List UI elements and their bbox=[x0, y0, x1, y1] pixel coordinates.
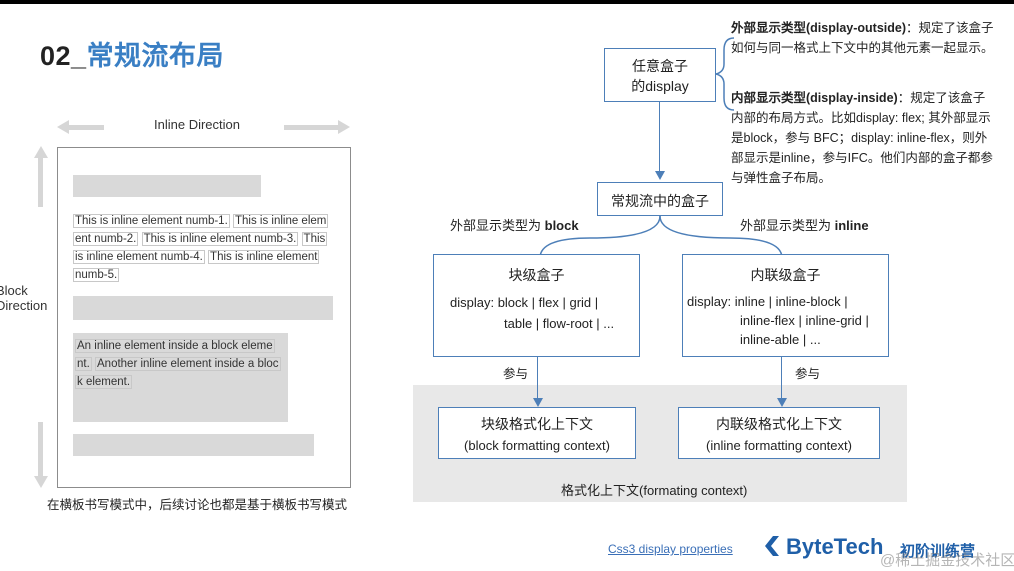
connector-line bbox=[781, 357, 782, 399]
participate-right-label: 参与 bbox=[795, 367, 821, 381]
any-box-line1: 任意盒子 bbox=[632, 58, 688, 74]
inline-box-display-2: inline-flex | inline-grid | bbox=[740, 313, 869, 328]
brand-subtitle: 初阶训练营 bbox=[900, 543, 976, 560]
block-element-3 bbox=[73, 434, 314, 456]
inline-element: nt. bbox=[75, 357, 92, 371]
note-display-inside: 内部显示类型(display-inside)：规定了该盒子 内部的布局方式。比如… bbox=[731, 88, 1011, 188]
inline-right-arrow-line bbox=[284, 125, 340, 130]
block-direction-label-2: Direction bbox=[0, 298, 48, 313]
bfc-title: 块级格式化上下文 bbox=[481, 416, 593, 432]
note-inside-line: 部显示是inline，参与IFC。他们内部的盒子都参 bbox=[731, 151, 993, 165]
inline-level-box-node: 内联级盒子 display: inline | inline-block | i… bbox=[682, 254, 889, 357]
note-outside-text1: ：规定了该盒子 bbox=[906, 21, 994, 35]
notes-brace-icon bbox=[715, 37, 735, 111]
inline-element: ent numb-2. bbox=[73, 232, 139, 246]
title-number: 02_ bbox=[40, 41, 87, 71]
ifc-title: 内联级格式化上下文 bbox=[716, 416, 842, 432]
writing-mode-caption: 在横板书写模式中，后续讨论也都是基于横板书写模式 bbox=[47, 498, 348, 512]
block-down-arrowhead-icon bbox=[34, 476, 48, 488]
any-box-display-node: 任意盒子 的display bbox=[604, 48, 716, 102]
slide-title: 02_常规流布局 bbox=[40, 34, 224, 73]
branch-connector bbox=[539, 215, 783, 259]
outer-inline-label: 外部显示类型为 inline bbox=[740, 215, 869, 234]
normal-flow-box-node: 常规流中的盒子 bbox=[597, 182, 723, 216]
note-inside-line: 与弹性盒子布局。 bbox=[731, 171, 832, 185]
watermark: @稀土掘金技术社区 bbox=[880, 552, 1014, 569]
note-inside-text1: ：规定了该盒子 bbox=[897, 91, 986, 105]
block-up-arrow-line bbox=[38, 157, 43, 207]
inline-box-display-1: display: inline | inline-block | bbox=[687, 294, 848, 309]
participate-left-label: 参与 bbox=[503, 367, 529, 381]
inline-direction-label: Inline Direction bbox=[154, 117, 240, 132]
bfc-node: 块级格式化上下文 (block formatting context) bbox=[438, 407, 636, 459]
outer-block-keyword: block bbox=[544, 218, 579, 233]
block-element-1 bbox=[73, 175, 261, 197]
block-box-display-2: table | flow-root | ... bbox=[504, 316, 615, 331]
normal-flow-box-label: 常规流中的盒子 bbox=[611, 193, 709, 209]
note-inside-title: 内部显示类型(display-inside) bbox=[731, 91, 898, 105]
block-with-inline-children bbox=[73, 333, 288, 422]
inline-element: is inline element numb-4. bbox=[73, 250, 205, 264]
note-inside-line: 是block，参与 BFC；display: inline-flex，则外 bbox=[731, 131, 988, 145]
inline-element: Another inline element inside a bloc bbox=[95, 357, 281, 371]
block-up-arrowhead-icon bbox=[34, 146, 48, 158]
title-text: 常规流布局 bbox=[86, 41, 225, 71]
block-direction-label-1: Block bbox=[0, 283, 28, 298]
outer-block-prefix: 外部显示类型为 bbox=[450, 218, 545, 233]
inline-element: k element. bbox=[75, 375, 133, 389]
brand-name: ByteTech bbox=[786, 534, 884, 559]
note-inside-line: 内部的布局方式。比如display: flex; 其外部显示 bbox=[731, 111, 991, 125]
outer-inline-keyword: inline bbox=[834, 218, 869, 233]
inline-box-display-3: inline-able | ... bbox=[740, 332, 821, 347]
block-box-display-1: display: block | flex | grid | bbox=[450, 295, 599, 310]
ifc-node: 内联级格式化上下文 (inline formatting context) bbox=[678, 407, 880, 459]
inline-left-arrow-line bbox=[68, 125, 104, 130]
inline-element: An inline element inside a block eleme bbox=[75, 339, 275, 353]
bfc-subtitle: (block formatting context) bbox=[464, 438, 610, 453]
inline-box-title: 内联级盒子 bbox=[750, 267, 821, 283]
inline-right-arrowhead-icon bbox=[338, 120, 350, 134]
connector-line bbox=[659, 102, 660, 172]
block-inline-paragraph: An inline element inside a block eleme n… bbox=[75, 337, 287, 391]
block-box-title: 块级盒子 bbox=[508, 267, 565, 283]
arrowhead-icon bbox=[533, 398, 543, 407]
note-outside-title: 外部显示类型(display-outside) bbox=[731, 21, 907, 35]
formatting-context-label: 格式化上下文(formating context) bbox=[561, 483, 748, 498]
inline-element: This bbox=[301, 232, 328, 246]
inline-element: This is inline elem bbox=[232, 214, 329, 228]
inline-element: numb-5. bbox=[73, 268, 120, 282]
note-outside-text2: 如何与同一格式上下文中的其他元素一起显示。 bbox=[731, 41, 994, 55]
arrowhead-icon bbox=[655, 171, 665, 180]
inline-left-arrowhead-icon bbox=[57, 120, 69, 134]
connector-line bbox=[537, 357, 538, 399]
block-level-box-node: 块级盒子 display: block | flex | grid | tabl… bbox=[433, 254, 640, 357]
block-element-2 bbox=[73, 296, 333, 320]
inline-element: This is inline element bbox=[208, 250, 320, 264]
outer-block-label: 外部显示类型为 block bbox=[450, 215, 579, 234]
inline-element: This is inline element numb-1. bbox=[73, 214, 230, 228]
ifc-subtitle: (inline formatting context) bbox=[706, 438, 852, 453]
slide: 02_常规流布局 Inline Direction Block Directio… bbox=[0, 4, 1014, 571]
arrowhead-icon bbox=[777, 398, 787, 407]
any-box-line2: 的display bbox=[631, 78, 689, 94]
css3-display-properties-link[interactable]: Css3 display properties bbox=[608, 542, 733, 556]
bytetech-logo-icon bbox=[765, 536, 779, 556]
note-display-outside: 外部显示类型(display-outside)：规定了该盒子 如何与同一格式上下… bbox=[731, 18, 1011, 58]
inline-element: This is inline element numb-3. bbox=[141, 232, 299, 246]
inline-elements-paragraph: This is inline element numb-1. This is i… bbox=[73, 212, 335, 284]
block-down-arrow-line bbox=[38, 422, 43, 478]
outer-inline-prefix: 外部显示类型为 bbox=[740, 218, 835, 233]
